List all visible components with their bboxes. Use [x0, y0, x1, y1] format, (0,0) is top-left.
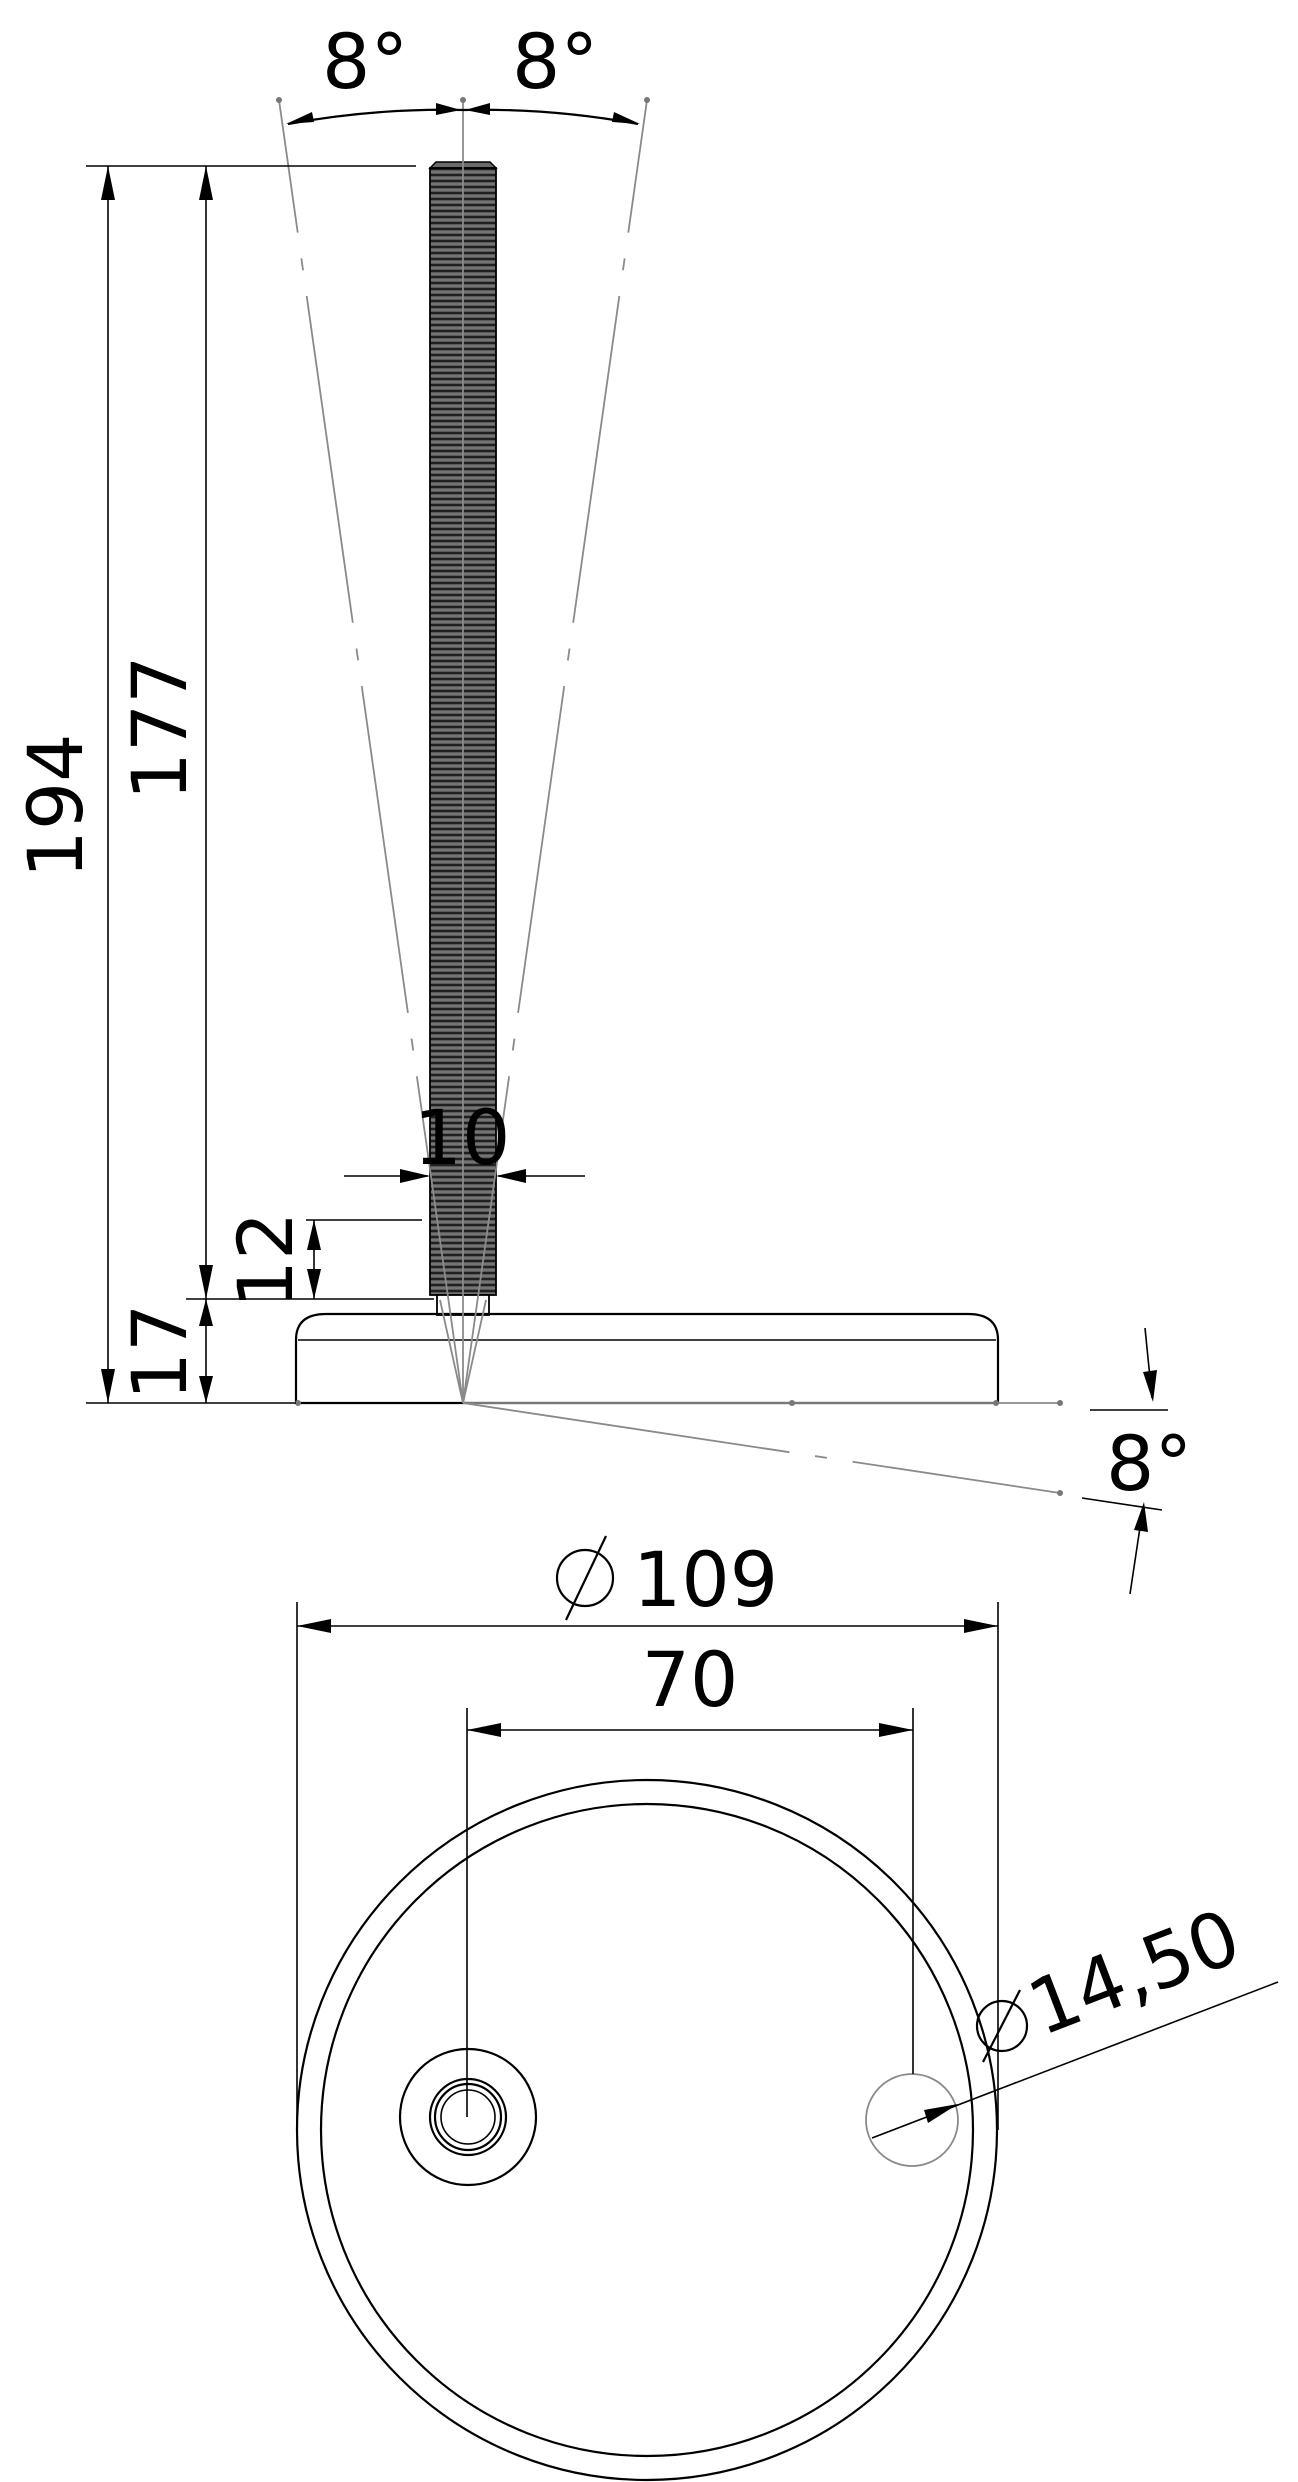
base-profile	[294, 1312, 1000, 1405]
angle-right-label: 8°	[512, 17, 598, 106]
tilt-angle-dimension: 8°	[1081, 1327, 1192, 1595]
hole-spacing-dimension: 70	[467, 1635, 913, 1737]
hole-spacing-label: 70	[642, 1635, 739, 1724]
base-height-dimension: 17	[115, 1299, 213, 1403]
side-view: 8° 8° 194 177 12	[11, 17, 1192, 1595]
extension-lines	[86, 165, 434, 1404]
total-height-label: 194	[11, 733, 100, 878]
base-height-label: 17	[115, 1304, 204, 1401]
total-height-dimension: 194	[11, 166, 115, 1403]
top-view: 109 70 14,50	[295, 1535, 1279, 2482]
stud-height-dimension: 177	[115, 166, 213, 1299]
hole-diameter-label: 14,50	[1017, 1892, 1252, 2053]
stud-diameter-dimension: 10	[344, 1093, 585, 1183]
diameter-symbol-icon	[555, 1535, 615, 1621]
shank-height-dimension: 12	[221, 1212, 321, 1309]
stud-hole	[398, 2047, 538, 2187]
shank-height-label: 12	[221, 1212, 310, 1309]
tilt-angle-label: 8°	[1106, 1419, 1192, 1508]
top-angle-dimension: 8° 8°	[286, 17, 640, 126]
angle-left-label: 8°	[322, 17, 408, 106]
mounting-hole	[865, 2073, 959, 2167]
base-diameter-label: 109	[633, 1535, 778, 1624]
base-diameter-dimension: 109	[297, 1535, 998, 1633]
diameter-symbol-icon	[975, 1989, 1029, 2063]
stud-diameter-label: 10	[414, 1093, 511, 1182]
top-view-extension-lines	[296, 1602, 999, 2130]
stud-height-label: 177	[115, 655, 204, 800]
tilt-cone-lines	[276, 97, 1063, 1496]
